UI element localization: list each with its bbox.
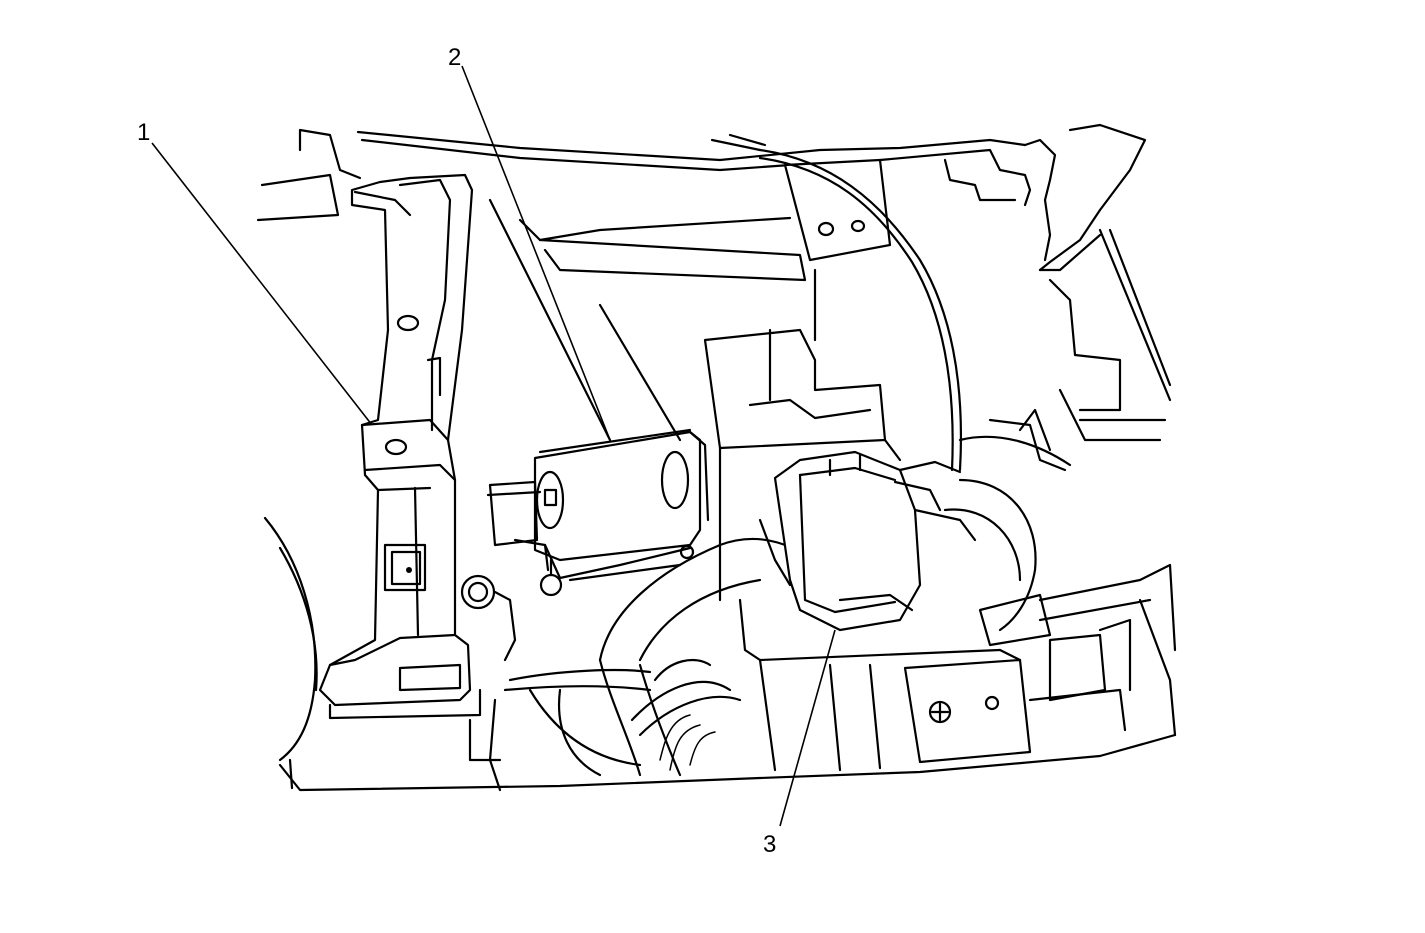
callout-2: 2 bbox=[448, 44, 461, 71]
mounting-bolt bbox=[460, 574, 517, 662]
steering-column-shroud bbox=[263, 516, 318, 762]
callout-1: 1 bbox=[137, 119, 150, 146]
upper-mounting-plate bbox=[518, 158, 892, 282]
harness-connector bbox=[758, 450, 977, 632]
leader-line-3 bbox=[779, 629, 836, 827]
instrument-panel-trim bbox=[256, 123, 1177, 792]
leader-line-2 bbox=[461, 65, 611, 441]
callout-leaders bbox=[151, 65, 836, 827]
leader-line-1 bbox=[151, 142, 373, 426]
callout-labels: 1 2 3 bbox=[137, 44, 776, 858]
center-bracket bbox=[703, 268, 902, 602]
control-module bbox=[486, 198, 710, 597]
lower-bracket bbox=[758, 563, 1177, 772]
lower-center-structure bbox=[468, 408, 1067, 792]
support-bracket bbox=[318, 173, 482, 720]
callout-3: 3 bbox=[763, 831, 776, 858]
